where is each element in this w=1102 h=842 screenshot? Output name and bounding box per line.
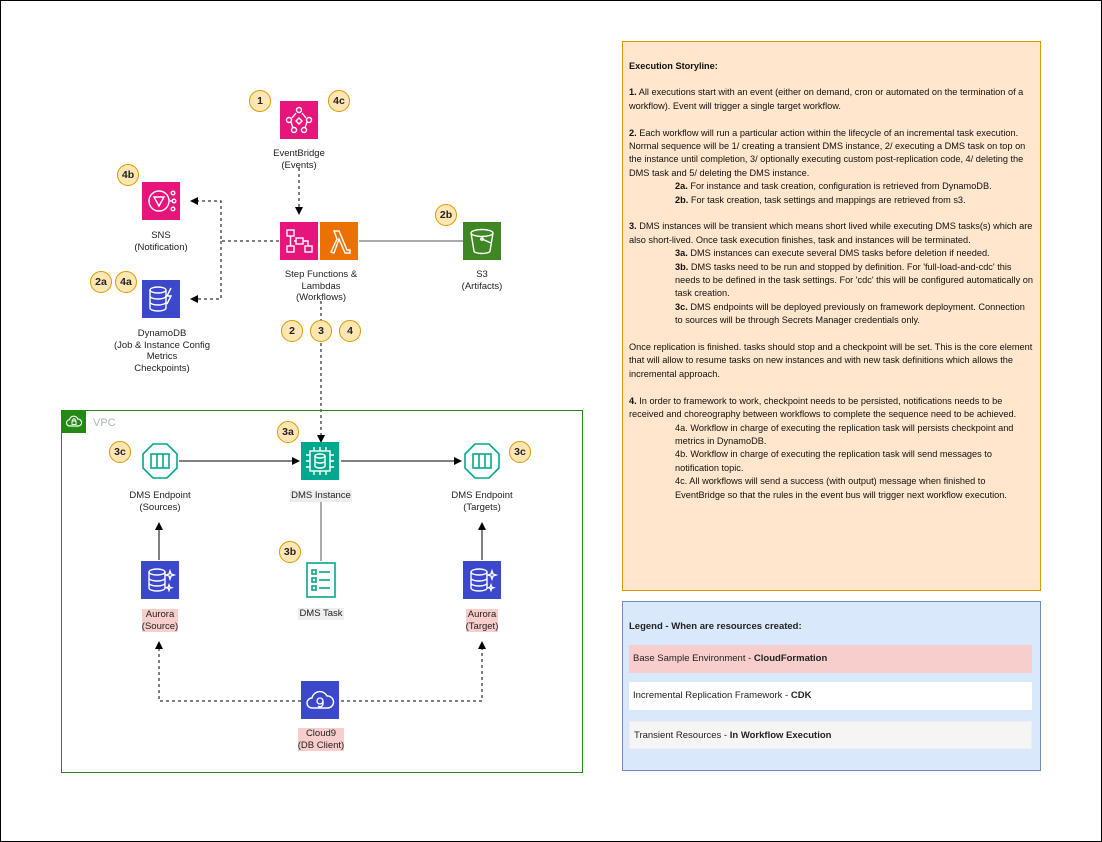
storyline-step-4a: 4a. Workflow in charge of executing the …	[675, 422, 1014, 446]
legend-row-cloudformation: Base Sample Environment - CloudFormation	[629, 645, 1032, 673]
dynamodb-icon[interactable]	[142, 280, 180, 318]
storyline-checkpoint: Once replication is finished. tasks shou…	[629, 342, 1033, 379]
aurora-target-label: Aurora(Target)	[465, 609, 499, 632]
badge-2a: 2a	[90, 271, 112, 293]
storyline-step-3: 3. DMS instances will be transient which…	[629, 221, 1033, 245]
badge-3c-right: 3c	[509, 441, 531, 463]
vpc-cloud-icon	[62, 411, 86, 433]
badge-3c-left: 3c	[109, 441, 131, 463]
storyline-step-1: 1. All executions start with an event (e…	[629, 87, 1024, 111]
storyline-step-2: 2. Each workflow will run a particular a…	[629, 127, 1026, 178]
vpc-group: VPC	[61, 410, 583, 773]
badge-2: 2	[281, 320, 303, 342]
vpc-label: VPC	[93, 417, 116, 429]
edge-cloud9-to-aurora-src	[155, 641, 301, 702]
eventbridge-label: EventBridge(Events)	[273, 148, 325, 171]
step-functions-label: Step Functions &Lambdas(Workflows)	[284, 269, 358, 303]
execution-storyline-panel: Execution Storyline: 1. All executions s…	[622, 41, 1041, 591]
dms-instance-icon[interactable]	[301, 442, 339, 480]
badge-1: 1	[249, 90, 271, 112]
s3-icon[interactable]	[463, 222, 501, 260]
dms-endpoint-target-label: DMS Endpoint(Targets)	[451, 490, 513, 513]
cloud9-icon[interactable]	[301, 681, 339, 719]
badge-2b: 2b	[435, 204, 457, 226]
cloud9-label: Cloud9(DB Client)	[297, 728, 345, 751]
storyline-step-3b: 3b. DMS tasks need to be run and stopped…	[675, 261, 1033, 299]
dms-endpoint-source-icon[interactable]	[141, 442, 179, 480]
badge-4a: 4a	[115, 271, 137, 293]
s3-label: S3(Artifacts)	[461, 269, 503, 292]
badge-4: 4	[339, 320, 361, 342]
edge-cloud9-to-aurora-tgt	[341, 641, 486, 702]
aurora-target-icon[interactable]	[463, 561, 501, 599]
aurora-source-icon[interactable]	[141, 561, 179, 599]
dms-endpoint-source-label: DMS Endpoint(Sources)	[129, 490, 191, 513]
dms-task-label: DMS Task	[298, 608, 344, 620]
storyline-step-4: 4. In order to framework to work, checkp…	[629, 395, 1017, 420]
dms-task-icon[interactable]	[302, 561, 340, 599]
storyline-title: Execution Storyline:	[629, 61, 718, 71]
badge-3b: 3b	[279, 541, 301, 563]
legend-panel: Legend - When are resources created: Bas…	[622, 601, 1041, 771]
edge-stepfunctions-to-sns	[190, 197, 279, 242]
step-functions-icon[interactable]	[280, 222, 318, 260]
legend-row-workflow-execution: Transient Resources - In Workflow Execut…	[629, 721, 1032, 749]
storyline-step-3a: 3a. DMS instances can execute several DM…	[675, 248, 990, 259]
dms-endpoint-target-icon[interactable]	[463, 442, 501, 480]
eventbridge-icon[interactable]	[280, 101, 318, 139]
storyline-step-4b: 4b. Workflow in charge of executing the …	[675, 449, 992, 473]
sns-label: SNS(Notification)	[134, 230, 188, 253]
lambda-icon[interactable]	[320, 222, 358, 260]
storyline-step-2b: 2b. For task creation, task settings and…	[675, 194, 966, 205]
dms-instance-label: DMS Instance	[290, 490, 352, 502]
badge-4c: 4c	[328, 90, 350, 112]
edge-stepfunctions-to-dynamodb	[190, 241, 222, 303]
legend-title: Legend - When are resources created:	[629, 621, 802, 632]
badge-4b: 4b	[117, 164, 139, 186]
sns-icon[interactable]	[142, 182, 180, 220]
aurora-source-label: Aurora(Source)	[141, 609, 179, 632]
badge-3: 3	[310, 320, 332, 342]
storyline-step-4c: 4c. All workflows will send a success (w…	[675, 476, 1007, 500]
legend-row-cdk: Incremental Replication Framework - CDK	[629, 682, 1032, 710]
badge-3a: 3a	[277, 421, 299, 443]
storyline-step-2a: 2a. For instance and task creation, conf…	[675, 181, 992, 192]
storyline-step-3c: 3c. DMS endpoints will be deployed previ…	[675, 301, 1025, 326]
